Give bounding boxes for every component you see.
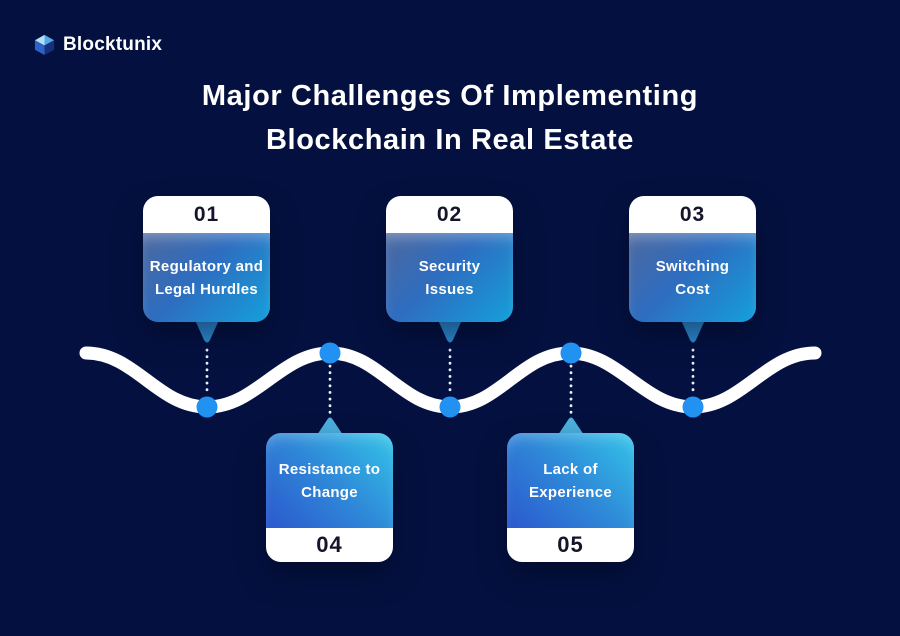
challenge-label-line2: Experience <box>528 483 613 501</box>
card-tail <box>558 417 584 435</box>
challenge-label-line1: Security <box>418 257 481 275</box>
challenge-label: Resistance to Change <box>266 433 393 528</box>
challenge-card-02: 02 Security Issues <box>386 196 513 322</box>
challenge-label-line1: Resistance to <box>278 460 381 478</box>
challenge-card-01: 01 Regulatory and Legal Hurdles <box>143 196 270 322</box>
challenge-number: 05 <box>507 528 634 562</box>
challenge-number: 02 <box>386 196 513 233</box>
cube-icon <box>33 33 56 56</box>
challenge-number: 03 <box>629 196 756 233</box>
challenge-label-line2: Cost <box>675 280 710 298</box>
challenge-label: Lack of Experience <box>507 433 634 528</box>
timeline-dot <box>196 396 218 418</box>
brand-logo: Blocktunix <box>33 33 162 56</box>
timeline-dot <box>319 342 341 364</box>
challenge-label-line2: Change <box>301 483 358 501</box>
challenge-card-03: 03 Switching Cost <box>629 196 756 322</box>
card-tail <box>438 320 462 343</box>
page-title-line2: Blockchain In Real Estate <box>266 124 634 156</box>
challenge-label-line1: Lack of <box>543 460 598 478</box>
challenge-label: Switching Cost <box>629 233 756 322</box>
timeline-dot <box>560 342 582 364</box>
challenge-card-05: Lack of Experience 05 <box>507 433 634 562</box>
challenge-label: Regulatory and Legal Hurdles <box>143 233 270 322</box>
timeline-dot <box>439 396 461 418</box>
challenge-number: 04 <box>266 528 393 562</box>
challenge-label-line2: Legal Hurdles <box>154 280 259 298</box>
brand-name: Blocktunix <box>63 33 163 55</box>
challenge-label-line1: Regulatory and <box>149 257 264 275</box>
page-title-line1: Major Challenges Of Implementing <box>201 80 699 112</box>
challenge-card-04: Resistance to Change 04 <box>266 433 393 562</box>
challenge-number: 01 <box>143 196 270 233</box>
challenge-label: Security Issues <box>386 233 513 322</box>
card-tail <box>317 417 343 435</box>
page-title: Major Challenges Of Implementing Blockch… <box>0 74 900 162</box>
card-tail <box>681 320 705 343</box>
timeline-dot <box>682 396 704 418</box>
challenge-label-line1: Switching <box>655 257 730 275</box>
challenge-label-line2: Issues <box>425 280 474 298</box>
card-tail <box>195 320 219 343</box>
